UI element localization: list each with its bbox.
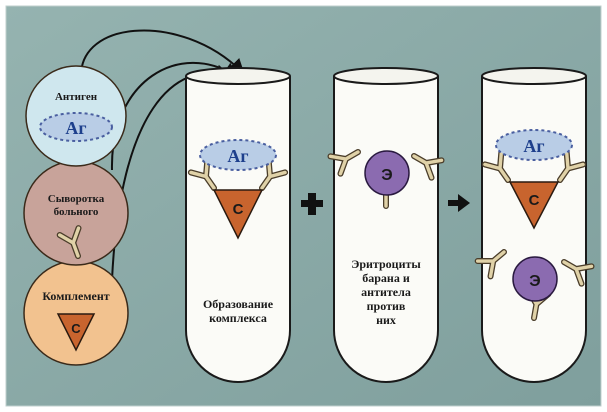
- tube3-antigen-symbol: Аг: [523, 136, 544, 156]
- tube2-erythrocyte-symbol: Э: [381, 167, 392, 184]
- tube2-caption-line2: барана и: [362, 271, 410, 285]
- serum-label-line1: Сыворотка: [48, 193, 105, 205]
- antigen-symbol: Аг: [65, 118, 86, 138]
- serum-circle: Сыворотка больного: [24, 161, 128, 265]
- tube1-caption-line1: Образование: [203, 297, 274, 311]
- tube2-caption-line5: них: [376, 313, 396, 327]
- tube-3: Аг С Э: [478, 68, 592, 382]
- tube3-complement-symbol: С: [529, 192, 540, 209]
- complement-label: Комплемент: [42, 289, 109, 303]
- tube-2: Э Эритроциты барана и антитела против ни…: [330, 68, 441, 382]
- serum-label-line2: больного: [54, 206, 99, 218]
- complement-circle: Комплемент С: [24, 261, 128, 365]
- tube2-caption-line3: антитела: [361, 285, 411, 299]
- tube2-caption-line4: против: [367, 299, 406, 313]
- tube-1: Аг С Образование комплекса: [186, 68, 290, 382]
- antigen-label: Антиген: [55, 91, 98, 103]
- tube2-caption-line1: Эритроциты: [351, 257, 421, 271]
- tube1-caption-line2: комплекса: [209, 311, 267, 325]
- complement-symbol: С: [71, 321, 81, 336]
- antigen-circle: Антиген Аг: [26, 66, 126, 166]
- tube1-antigen-symbol: Аг: [227, 146, 248, 166]
- tube1-complement-symbol: С: [233, 201, 244, 218]
- tube3-erythrocyte-symbol: Э: [529, 273, 540, 290]
